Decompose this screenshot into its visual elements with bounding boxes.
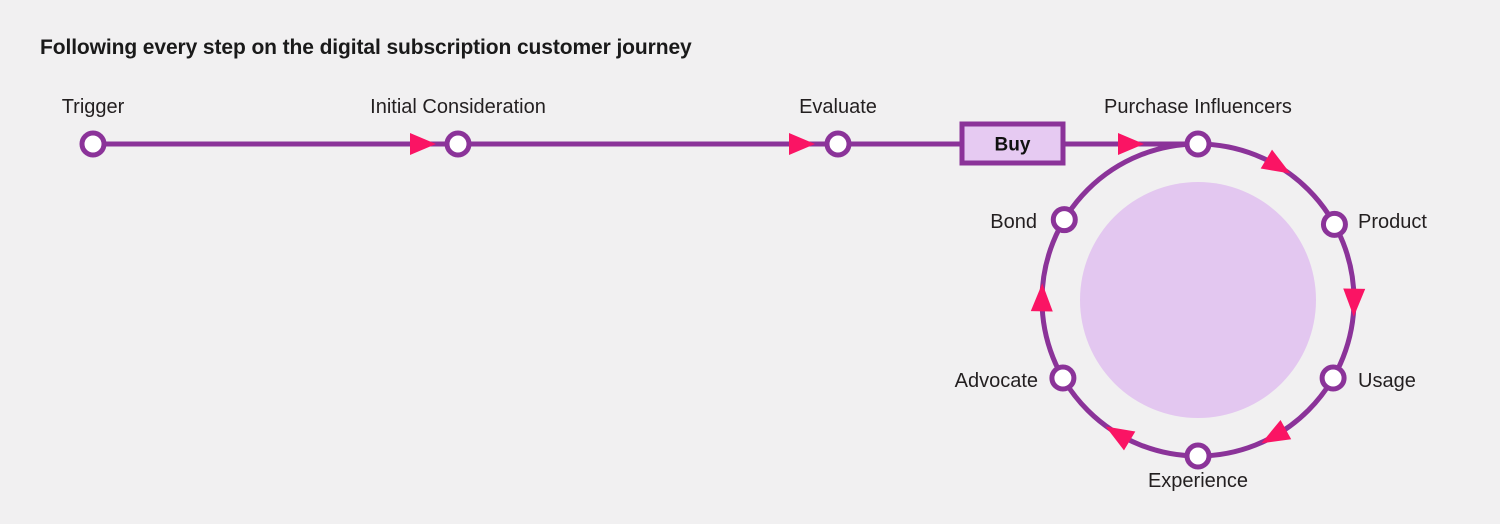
- label-experience: Experience: [1148, 470, 1248, 492]
- node-bond[interactable]: [1050, 206, 1078, 234]
- node-trigger[interactable]: [79, 130, 107, 158]
- label-advocate: Advocate: [955, 370, 1038, 392]
- loyalty-loop-graphics: [1039, 141, 1357, 459]
- node-purchase-influencers[interactable]: [1184, 130, 1212, 158]
- journey-labels: Trigger Initial Consideration Evaluate Purc…: [62, 96, 1428, 492]
- node-advocate[interactable]: [1049, 364, 1077, 392]
- node-product[interactable]: [1320, 210, 1348, 238]
- page-title: Following every step on the digital subs…: [40, 36, 692, 59]
- arrow-to-initial-consideration: [410, 133, 436, 155]
- buy-step-box: Buy: [959, 121, 1066, 166]
- loop-arrow-experience: [1261, 420, 1292, 444]
- loop-arrow-product: [1260, 149, 1291, 174]
- label-product: Product: [1358, 211, 1427, 233]
- label-bond: Bond: [990, 211, 1037, 233]
- arrow-to-purchase-influencers: [1118, 133, 1144, 155]
- node-experience[interactable]: [1184, 442, 1212, 470]
- buy-box[interactable]: [959, 121, 1066, 166]
- label-usage: Usage: [1358, 370, 1416, 392]
- node-evaluate[interactable]: [824, 130, 852, 158]
- label-purchase-influencers: Purchase Influencers: [1104, 96, 1292, 118]
- node-initial-consideration[interactable]: [444, 130, 472, 158]
- loop-arrow-advocate: [1105, 426, 1136, 451]
- node-usage[interactable]: [1319, 364, 1347, 392]
- arrow-to-evaluate: [789, 133, 815, 155]
- buy-box-label: Buy: [995, 135, 1031, 156]
- label-initial-consideration: Initial Consideration: [370, 96, 546, 118]
- label-evaluate: Evaluate: [799, 96, 877, 118]
- flow-arrows: [410, 133, 1366, 451]
- label-trigger: Trigger: [62, 96, 125, 118]
- journey-nodes: [79, 130, 1348, 470]
- loop-arrow-bond: [1030, 283, 1053, 312]
- loop-inner-disc: [1080, 182, 1316, 418]
- loop-arrow-usage: [1343, 288, 1366, 317]
